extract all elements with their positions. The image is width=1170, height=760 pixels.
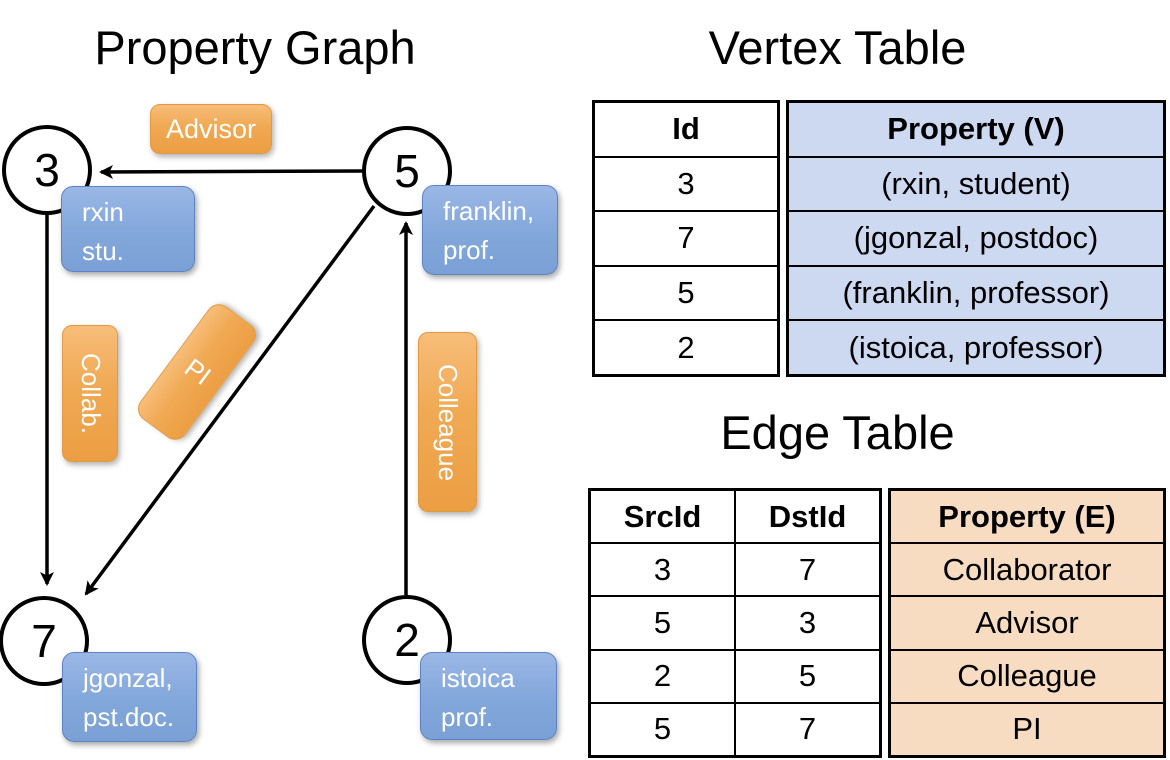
vertex-table-property-cell: (franklin, professor)	[789, 264, 1163, 320]
vertex-table-title: Vertex Table	[708, 21, 967, 74]
edge-table-dstid-cell: 7	[798, 551, 817, 587]
edge-table-property-cell: Advisor	[891, 595, 1163, 648]
edge-table-dstid-cell: 5	[798, 658, 817, 694]
vertex-table-property-cell: (istoica, professor)	[789, 319, 1163, 374]
edge-label-collab-text: Collab.	[75, 353, 106, 434]
edge-table-dstid-cell: 3	[798, 605, 817, 640]
node-7-property-box: jgonzal, pst.doc.	[62, 652, 197, 742]
edge-label-advisor: Advisor	[150, 104, 272, 154]
edge-label-advisor-text: Advisor	[165, 113, 257, 144]
edge-table-srcid-cell: 3	[591, 544, 736, 596]
vertex-table-id-cell: 5	[595, 264, 777, 320]
node-5: 5	[362, 126, 452, 216]
edge-advisor-5-to-3	[99, 164, 363, 179]
edge-table-srcid-cell: 5	[591, 597, 736, 649]
graph-canvas	[40, 164, 413, 596]
node-5-property-box: franklin, prof.	[422, 185, 558, 275]
edge-table-property-cell: Collaborator	[891, 542, 1163, 595]
edge-table-title: Edge Table	[720, 406, 955, 459]
node-7-id: 7	[31, 615, 57, 667]
edge-label-collab: Collab.	[62, 325, 118, 462]
vertex-table-id-cell: 7	[595, 210, 777, 265]
edge-label-colleague-text: Colleague	[433, 363, 463, 481]
edge-table-id-columns: SrcId DstId 3 7 5 3 2 5 5 7	[588, 488, 882, 758]
edge-label-colleague: Colleague	[418, 332, 477, 512]
edge-table-srcid-cell: 5	[591, 703, 736, 756]
vertex-table-id-cell: 2	[595, 319, 777, 374]
edge-table-property-cell: PI	[891, 701, 1163, 755]
edge-table-srcid-cell: 2	[591, 650, 736, 702]
vertex-table-id-column: Id 3 7 5 2	[592, 100, 780, 377]
vertex-table-property-cell: (rxin, student)	[789, 155, 1163, 211]
edge-table-property-header: Property (E)	[938, 498, 1116, 534]
vertex-table-property-column: Property (V) (rxin, student) (jgonzal, p…	[786, 100, 1166, 377]
vertex-table-id-header: Id	[672, 111, 700, 147]
edge-pi-5-to-7	[84, 204, 376, 596]
node-5-id: 5	[394, 145, 420, 197]
edge-label-pi-text: PI	[178, 352, 217, 391]
node-2-property-box: istoica prof.	[420, 652, 557, 740]
property-graph-title: Property Graph	[94, 21, 416, 74]
node-2-id: 2	[394, 614, 420, 666]
vertex-table-property-cell: (jgonzal, postdoc)	[789, 210, 1163, 265]
node-2: 2	[362, 595, 452, 685]
vertex-table-property-header: Property (V)	[887, 111, 1065, 147]
vertex-table-id-cell: 3	[595, 155, 777, 211]
edge-table-property-cell: Colleague	[891, 648, 1163, 702]
node-3-id: 3	[34, 144, 60, 196]
edge-table-dstid-cell: 7	[798, 711, 817, 747]
edge-table-dstid-header: DstId	[768, 498, 847, 534]
edge-table-srcid-header: SrcId	[591, 491, 736, 543]
node-3-property-box: rxin stu.	[61, 186, 195, 272]
edge-table-property-column: Property (E) Collaborator Advisor Collea…	[888, 488, 1166, 758]
